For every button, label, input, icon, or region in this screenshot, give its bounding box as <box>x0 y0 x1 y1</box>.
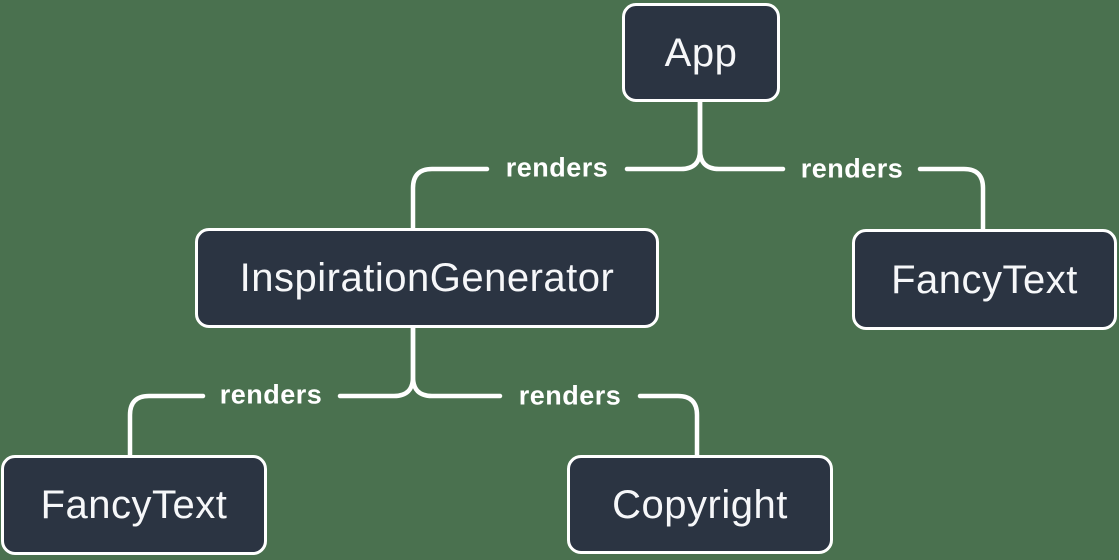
node-inspiration-generator: InspirationGenerator <box>195 228 659 328</box>
edge-line-segment <box>337 325 416 399</box>
edge-label-inspirationgenerator-fancytext: renders <box>219 379 323 410</box>
edge-line-segment <box>410 166 490 231</box>
node-copyright: Copyright <box>567 455 833 554</box>
edge-line-segment <box>697 99 786 172</box>
node-label: FancyText <box>891 257 1078 302</box>
edge-label-app-fancytext: renders <box>800 153 904 184</box>
node-label: Copyright <box>612 482 788 527</box>
edge-line-segment <box>624 99 703 172</box>
edge-inspirationgenerator-to-copyright <box>410 325 700 458</box>
node-label: FancyText <box>40 483 228 527</box>
edge-line-segment <box>410 325 503 399</box>
edge-app-to-fancytext <box>697 99 986 232</box>
edge-line-segment <box>127 393 206 458</box>
node-label: InspirationGenerator <box>239 256 615 300</box>
node-app: App <box>622 3 780 102</box>
node-fancy-text-bottom-left: FancyText <box>1 455 267 555</box>
node-label: App <box>664 30 738 75</box>
edge-label-app-inspirationgenerator: renders <box>505 152 609 183</box>
node-fancy-text-top-right: FancyText <box>852 229 1117 330</box>
edge-line-segment <box>917 166 986 232</box>
edge-line-segment <box>637 393 700 458</box>
edge-label-inspirationgenerator-copyright: renders <box>518 380 622 411</box>
